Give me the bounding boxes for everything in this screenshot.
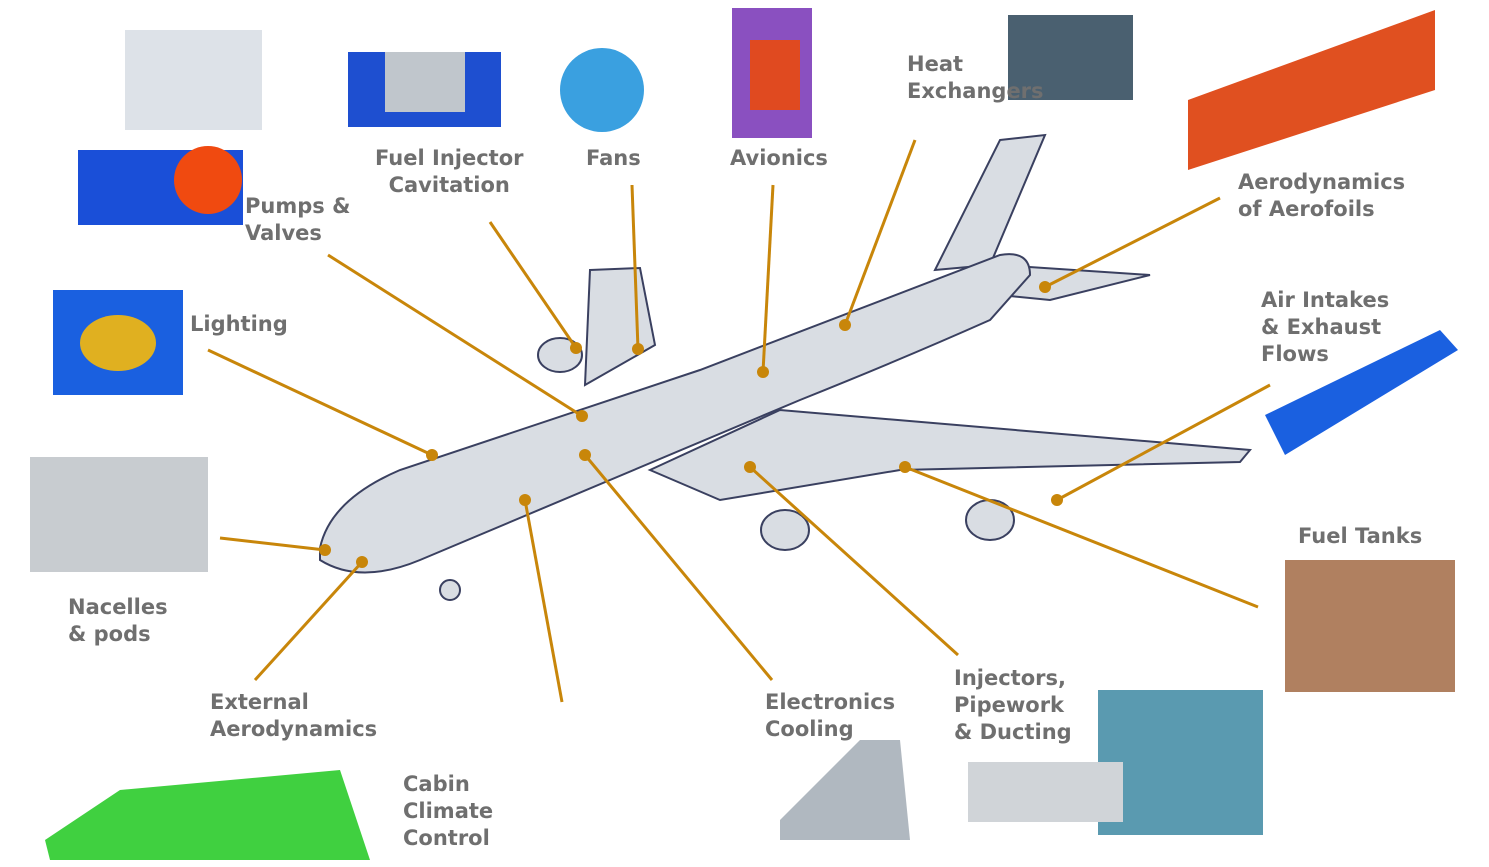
leader-line-heat-exchangers — [843, 139, 917, 326]
label-fans: Fans — [586, 146, 641, 170]
leader-dot-nacelles — [319, 544, 331, 556]
leader-dot-fans — [632, 343, 644, 355]
label-pumps-valves: Pumps & Valves — [245, 194, 351, 245]
leader-line-injectors-pipework — [748, 465, 960, 657]
label-electronics-cooling: Electronics Cooling — [765, 690, 896, 741]
thumbnails — [30, 8, 1458, 860]
leader-dot-fuel-tanks — [899, 461, 911, 473]
label-lighting: Lighting — [190, 312, 288, 336]
label-avionics: Avionics — [730, 146, 828, 170]
leader-line-lighting — [207, 348, 433, 457]
leader-line-aerofoils — [1044, 196, 1221, 289]
leader-dot-aerofoils — [1039, 281, 1051, 293]
leader-dot-fuel-injector — [570, 342, 582, 354]
leader-dot-injectors-pipework — [744, 461, 756, 473]
leader-line-pumps-valves — [327, 253, 583, 418]
label-external-aero: External Aerodynamics — [210, 690, 378, 741]
leader-lines — [207, 139, 1271, 703]
label-nacelles: Nacelles & pods — [68, 595, 168, 646]
leader-line-fuel-tanks — [904, 465, 1259, 609]
leader-dot-pumps-valves — [576, 410, 588, 422]
leader-line-cabin-climate — [523, 499, 564, 703]
leader-dot-lighting — [426, 449, 438, 461]
airplane — [319, 133, 1252, 601]
leader-line-air-intakes — [1056, 383, 1271, 502]
label-heat-exchangers: Heat Exchangers — [907, 52, 1044, 103]
label-fuel-injector: Fuel Injector Cavitation — [375, 146, 524, 197]
leader-line-fuel-injector — [488, 221, 578, 349]
label-cabin-climate: Cabin Climate Control — [403, 772, 494, 850]
leader-line-avionics — [761, 184, 775, 373]
label-air-intakes: Air Intakes & Exhaust Flows — [1261, 288, 1390, 366]
leader-dot-external-aero — [356, 556, 368, 568]
far-wing — [583, 266, 657, 387]
leader-dot-air-intakes — [1051, 494, 1063, 506]
leader-line-nacelles — [219, 536, 326, 552]
label-aerofoils: Aerodynamics of Aerofoils — [1238, 170, 1406, 221]
label-injectors-pipework: Injectors, Pipework & Ducting — [954, 666, 1072, 744]
leader-line-fans — [630, 184, 640, 350]
tail-fin — [933, 133, 1047, 272]
engine — [760, 509, 810, 551]
leader-dot-avionics — [757, 366, 769, 378]
leader-dot-electronics-cooling — [579, 449, 591, 461]
leader-dot-heat-exchangers — [839, 319, 851, 331]
leader-dot-cabin-climate — [519, 494, 531, 506]
leader-line-electronics-cooling — [583, 454, 774, 681]
leader-line-external-aero — [253, 560, 364, 682]
near-wing — [647, 408, 1252, 502]
fuselage — [319, 253, 1032, 574]
label-fuel-tanks: Fuel Tanks — [1298, 524, 1423, 548]
landing-gear — [439, 579, 461, 601]
